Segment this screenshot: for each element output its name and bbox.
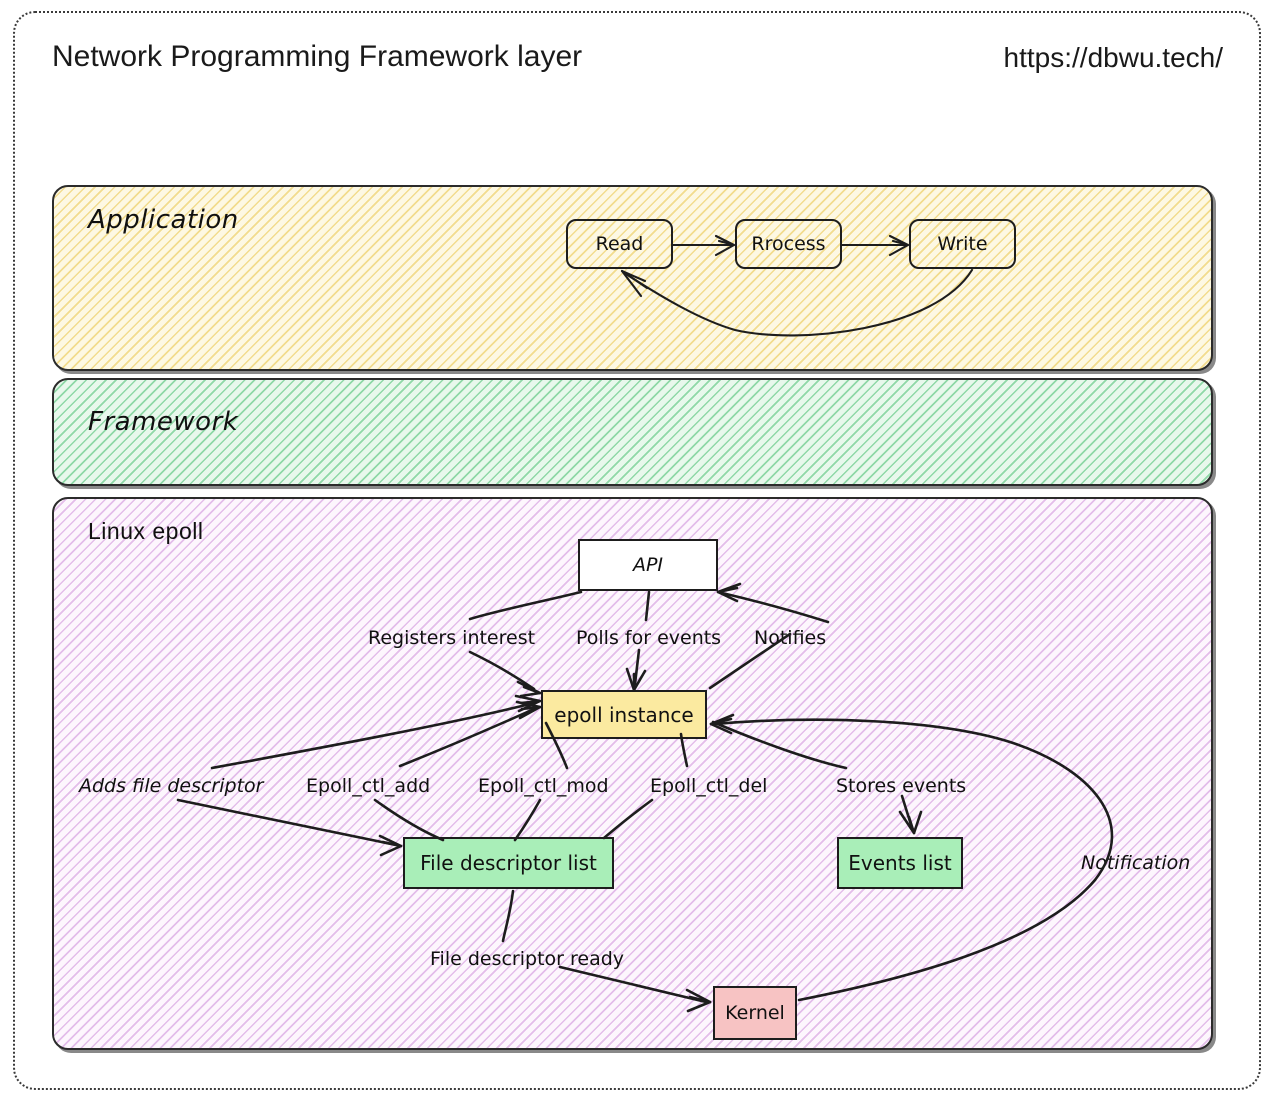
node-api[interactable]: API <box>578 539 718 591</box>
node-file-descriptor-list[interactable]: File descriptor list <box>403 837 614 889</box>
edge-label-epoll-ctl-mod: Epoll_ctl_mod <box>478 775 609 797</box>
layer-framework <box>52 378 1213 486</box>
node-kernel[interactable]: Kernel <box>713 986 797 1040</box>
edge-label-stores-events: Stores events <box>836 775 967 797</box>
edge-label-epoll-ctl-add: Epoll_ctl_add <box>306 775 431 797</box>
source-url: https://dbwu.tech/ <box>1003 42 1223 73</box>
edge-label-notification: Notification <box>1081 852 1191 874</box>
node-process[interactable]: Rrocess <box>735 219 842 269</box>
edge-label-file-descriptor-ready: File descriptor ready <box>430 948 625 970</box>
page-title: Network Programming Framework layer <box>52 40 583 73</box>
layer-application <box>52 185 1213 371</box>
layer-application-label: Application <box>88 205 239 235</box>
edge-label-adds-file-descriptor: Adds file descriptor <box>79 775 264 797</box>
node-read[interactable]: Read <box>566 219 673 269</box>
edge-label-epoll-ctl-del: Epoll_ctl_del <box>650 775 768 797</box>
node-events-list[interactable]: Events list <box>837 837 963 889</box>
layer-framework-label: Framework <box>88 407 239 437</box>
edge-label-registers-interest: Registers interest <box>368 627 536 649</box>
edge-label-polls-for-events: Polls for events <box>576 627 722 649</box>
outer-dotted-frame <box>13 11 1261 1090</box>
node-epoll-instance[interactable]: epoll instance <box>541 690 707 739</box>
node-write[interactable]: Write <box>909 219 1016 269</box>
edge-label-notifies: Notifies <box>754 627 827 649</box>
layer-linux-epoll-label: Linux epoll <box>88 518 204 544</box>
